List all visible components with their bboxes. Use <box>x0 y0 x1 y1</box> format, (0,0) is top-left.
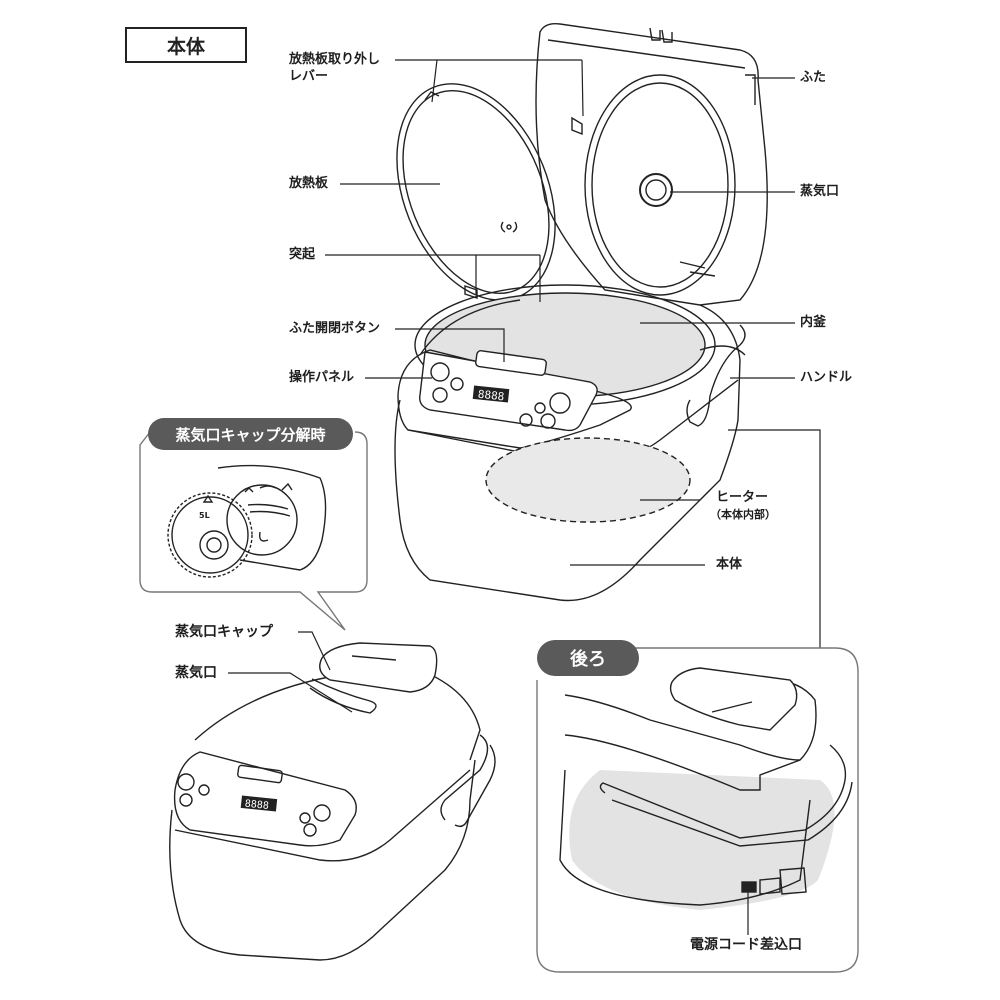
steam-cap-disassembly-badge: 蒸気口キャップ分解時 <box>148 418 353 450</box>
label-lid-open-button: ふた開閉ボタン <box>289 321 381 336</box>
handle-drawing <box>686 324 746 427</box>
label-power-cord-inlet: 電源コード差込口 <box>690 937 802 953</box>
closed-leader-lines <box>228 631 353 713</box>
lid-steam-vent-hole <box>639 173 673 207</box>
label-heat-plate-lever-line1: 放熱板取り外し <box>289 52 381 67</box>
heater-area <box>485 437 691 523</box>
leader-lines <box>325 59 821 648</box>
back-view-frame <box>536 647 859 973</box>
label-handle: ハンドル <box>800 370 853 385</box>
display-digits: 8888 <box>477 388 505 404</box>
back-view-drawing <box>559 667 853 910</box>
body-drawing <box>394 284 746 602</box>
closed-display-digits: 8888 <box>244 799 269 812</box>
label-steam-vent-cap: 蒸気口キャップ <box>175 624 273 640</box>
label-protrusion: 突起 <box>289 247 316 262</box>
label-body: 本体 <box>716 557 743 572</box>
label-lid: ふた <box>800 70 827 85</box>
closed-rice-cooker-drawing <box>169 642 496 961</box>
label-heater: ヒーター <box>716 490 769 505</box>
control-panel-drawing <box>419 350 598 432</box>
label-heat-plate: 放熱板 <box>289 176 329 191</box>
label-steam-vent: 蒸気口 <box>800 184 840 199</box>
label-heat-plate-lever-line2: レバー <box>289 69 329 84</box>
label-inner-pot: 内釜 <box>800 315 827 330</box>
label-closed-steam-vent: 蒸気口 <box>175 665 217 681</box>
shadow <box>569 770 835 910</box>
cap-marking: 5L <box>199 511 210 520</box>
label-heater-note: （本体内部） <box>710 508 776 521</box>
back-view-badge: 後ろ <box>537 640 639 676</box>
label-control-panel: 操作パネル <box>289 370 355 385</box>
steam-cap-exploded-drawing <box>167 464 327 578</box>
lid-drawing <box>535 22 768 306</box>
steam-cap-shape <box>319 642 438 693</box>
callout-bubble <box>139 431 368 631</box>
section-title: 本体 <box>125 27 247 63</box>
